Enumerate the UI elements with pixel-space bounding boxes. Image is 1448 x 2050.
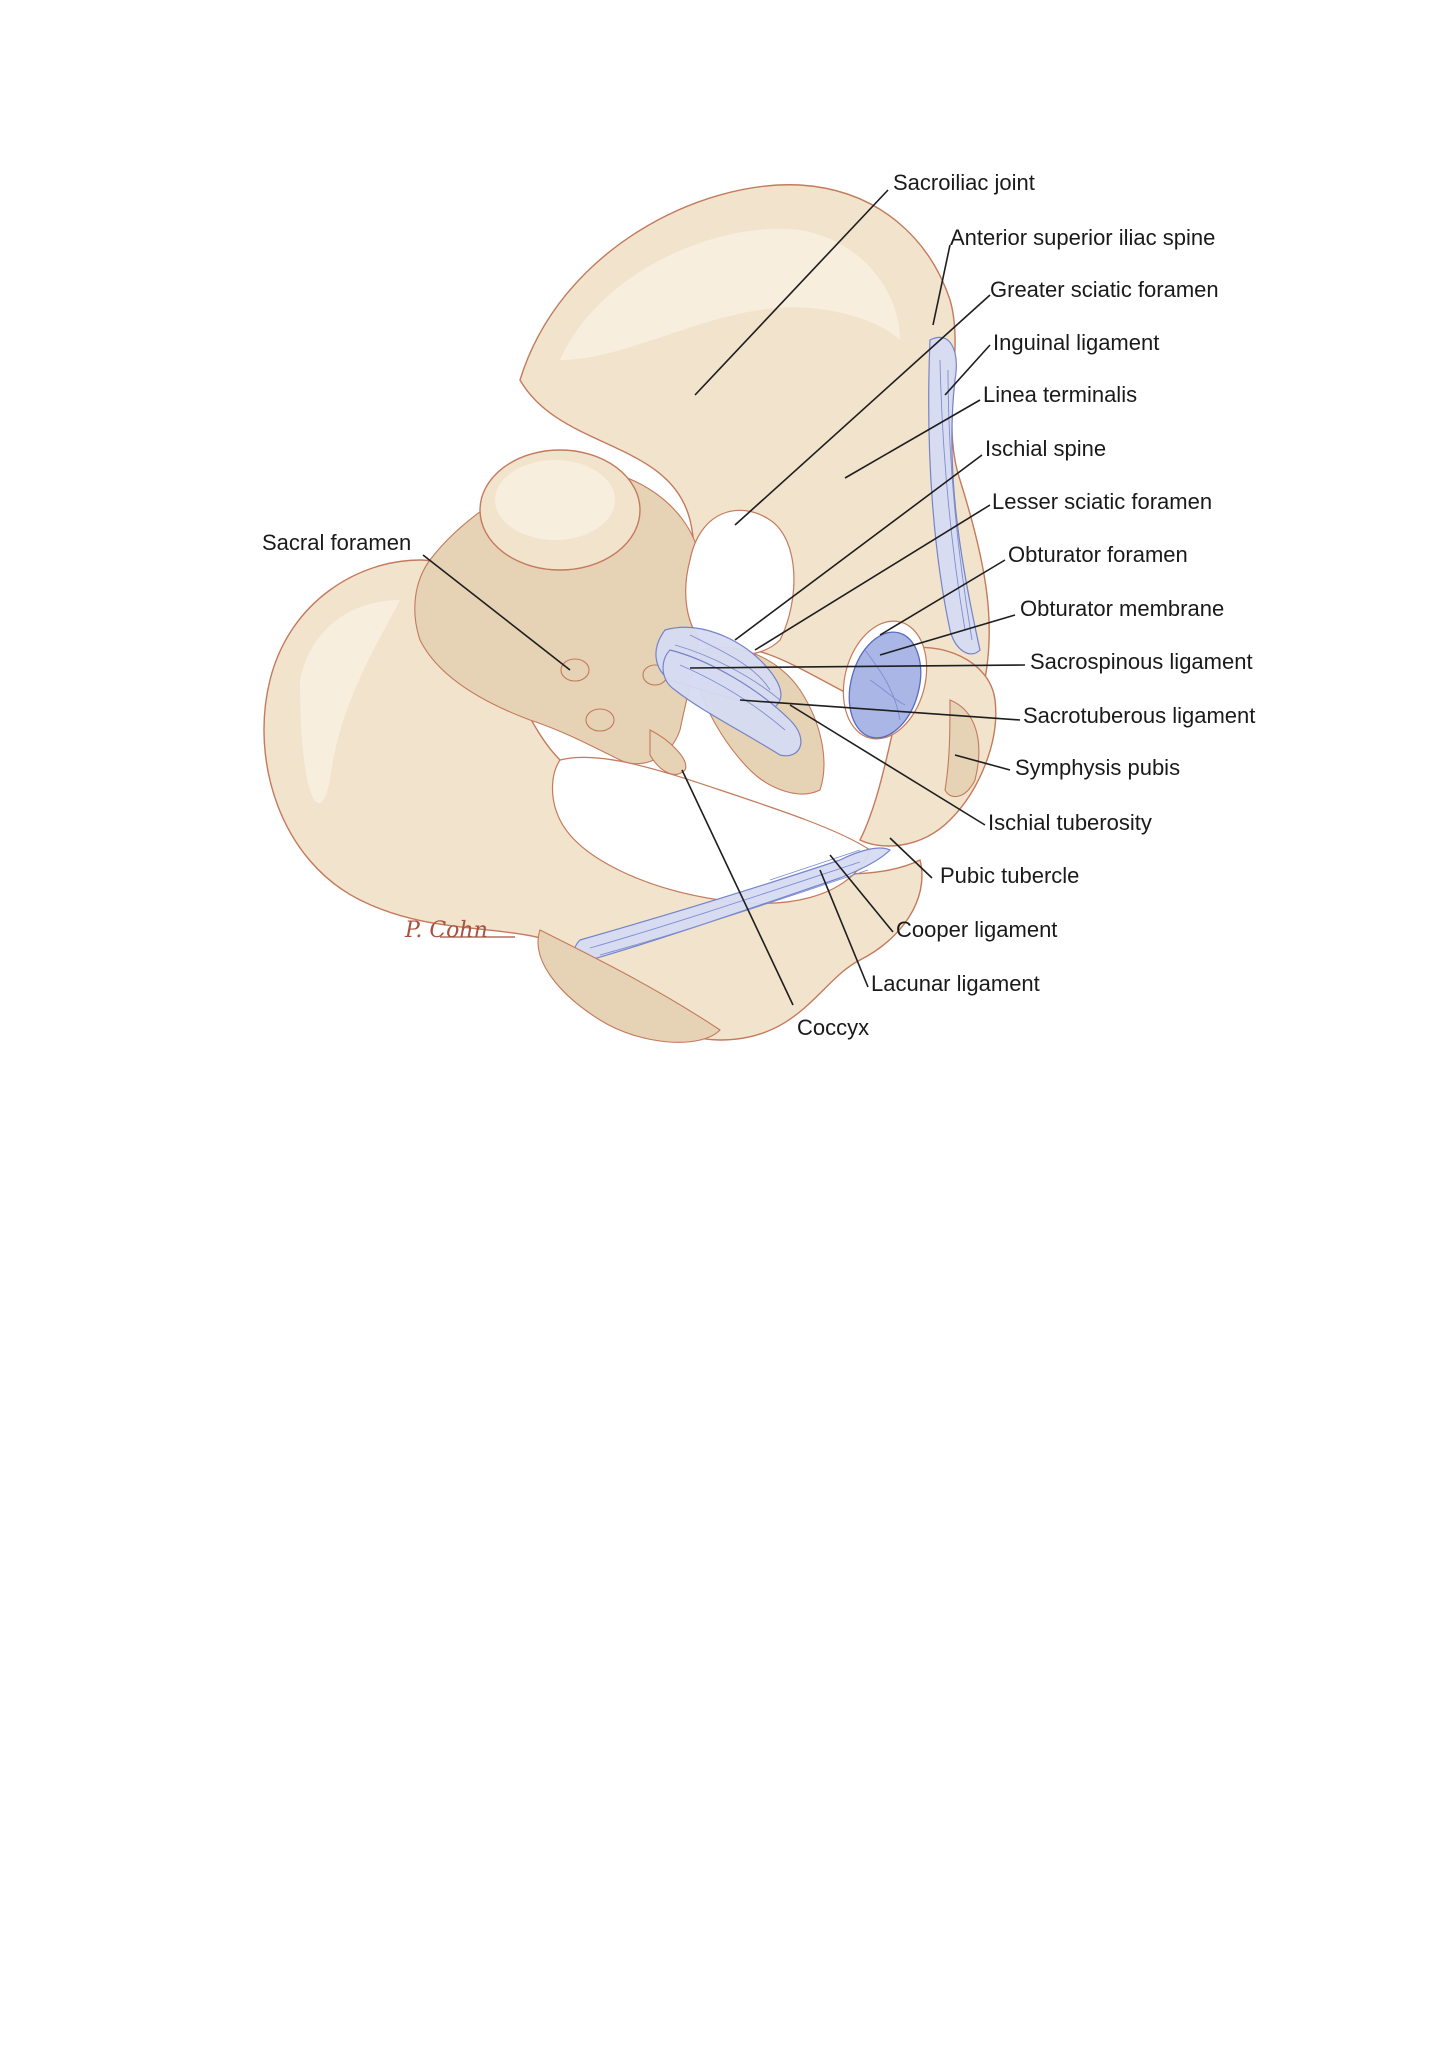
inguinal-fibers-right: [939, 359, 973, 641]
leader-coccyx: [681, 769, 794, 1006]
label-sacral-foramen: Sacral foramen: [262, 530, 411, 555]
leader-anterior-superior-iliac-spine: [932, 244, 951, 326]
leader-sacral-foramen: [422, 554, 571, 671]
leader-sacrotuberous-ligament: [739, 699, 1021, 721]
leader-greater-sciatic-foramen: [734, 294, 991, 526]
label-coccyx: Coccyx: [797, 1015, 869, 1040]
pubic-bone-lower: [537, 929, 721, 1043]
leader-sacroiliac-joint: [694, 189, 889, 396]
leader-sacrospinous-ligament: [689, 664, 1026, 669]
leader-linea-terminalis: [844, 399, 981, 479]
ilium-left-highlight: [300, 600, 400, 804]
artist-signature: P. Cohn: [404, 918, 488, 943]
inguinal-ligament-right: [928, 336, 981, 655]
label-obturator-foramen: Obturator foramen: [1008, 542, 1188, 567]
label-ischial-tuberosity: Ischial tuberosity: [988, 810, 1152, 835]
leader-obturator-membrane: [879, 614, 1016, 656]
leader-ischial-tuberosity: [789, 704, 986, 826]
greater-sciatic-foramen-shape: [685, 509, 795, 656]
sacrotuberous-ligament-shape: [662, 649, 802, 757]
label-lacunar-ligament: Lacunar ligament: [871, 971, 1040, 996]
leader-lesser-sciatic-foramen: [754, 504, 991, 651]
label-sacrospinous-ligament: Sacrospinous ligament: [1030, 649, 1253, 674]
leader-lines: [422, 189, 1026, 1006]
leader-pubic-tubercle: [889, 837, 933, 879]
coccyx-bone: [649, 729, 687, 775]
leader-symphysis-pubis: [954, 754, 1011, 771]
labels: Sacroiliac joint Anterior superior iliac…: [262, 170, 1255, 1040]
ilium-highlight: [560, 228, 900, 360]
leader-cooper-ligament: [829, 854, 894, 933]
symphysis: [944, 699, 980, 798]
label-greater-sciatic-foramen: Greater sciatic foramen: [990, 277, 1219, 302]
pelvis-illustration: [263, 184, 997, 1043]
label-anterior-superior-iliac-spine: Anterior superior iliac spine: [950, 225, 1215, 250]
pubis: [859, 646, 997, 847]
leader-inguinal-ligament: [944, 344, 991, 396]
sacral-body-top: [495, 460, 615, 540]
sacral-foramen-1: [560, 658, 590, 682]
leader-ischial-spine: [734, 454, 983, 641]
label-linea-terminalis: Linea terminalis: [983, 382, 1137, 407]
label-ischial-spine: Ischial spine: [985, 436, 1106, 461]
label-pubic-tubercle: Pubic tubercle: [940, 863, 1079, 888]
label-sacroiliac-joint: Sacroiliac joint: [893, 170, 1035, 195]
label-cooper-ligament: Cooper ligament: [896, 917, 1057, 942]
leader-obturator-foramen: [879, 559, 1006, 636]
leader-lacunar-ligament: [819, 869, 869, 988]
label-obturator-membrane: Obturator membrane: [1020, 596, 1224, 621]
label-sacrotuberous-ligament: Sacrotuberous ligament: [1023, 703, 1255, 728]
label-lesser-sciatic-foramen: Lesser sciatic foramen: [992, 489, 1212, 514]
label-inguinal-ligament: Inguinal ligament: [993, 330, 1159, 355]
label-symphysis-pubis: Symphysis pubis: [1015, 755, 1180, 780]
sacral-foramen-2: [585, 708, 615, 732]
